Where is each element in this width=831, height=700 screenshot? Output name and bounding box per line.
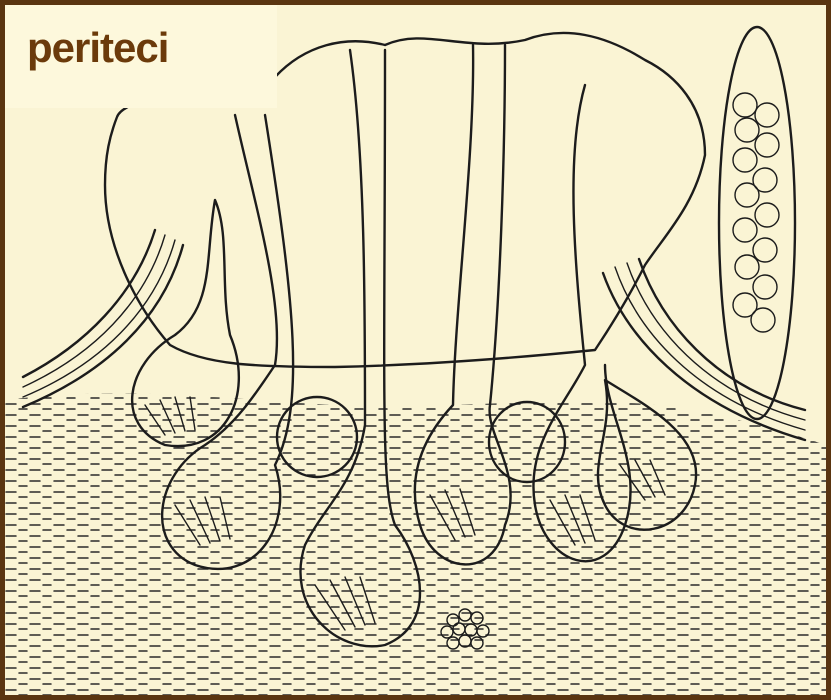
- label-box: periteci: [5, 5, 277, 108]
- ascus: [719, 27, 795, 419]
- label-text: periteci: [27, 27, 168, 69]
- host-tissue: [5, 394, 826, 695]
- bark-left: [23, 230, 183, 407]
- perithecia-illustration: [5, 5, 826, 695]
